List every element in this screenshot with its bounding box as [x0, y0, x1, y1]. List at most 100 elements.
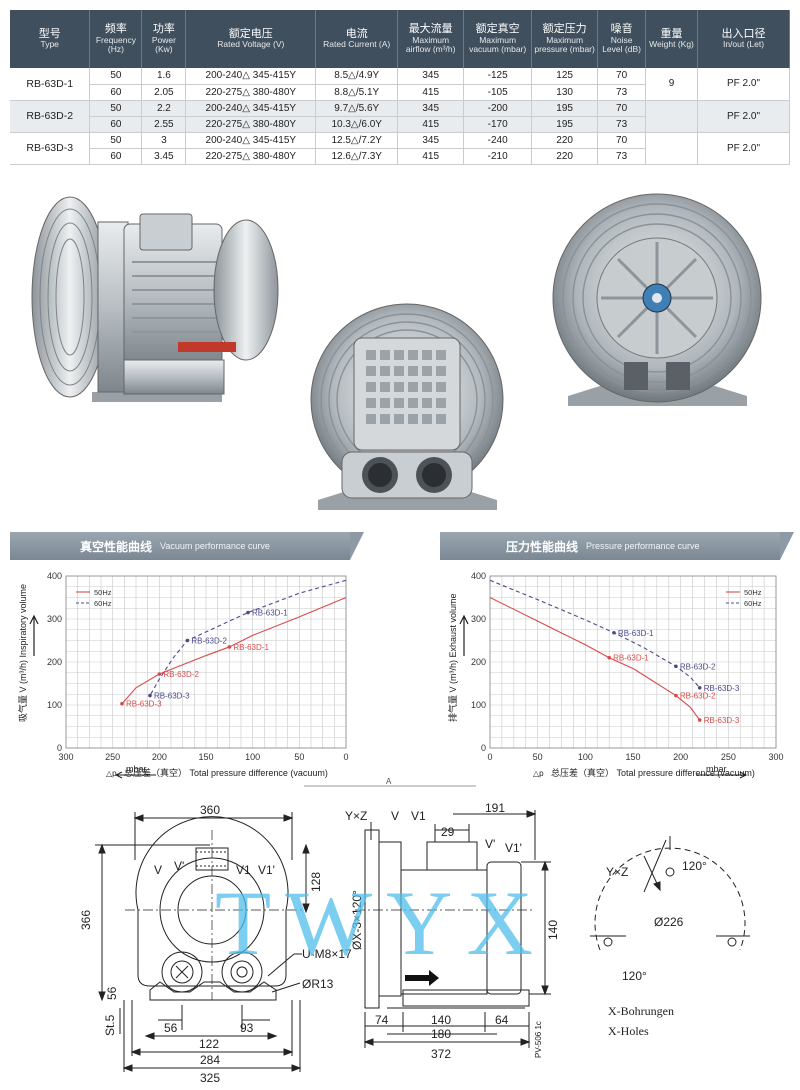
side-dim-140: 140	[431, 1013, 451, 1027]
y-tick-label: 400	[47, 571, 62, 581]
table-cell-freq: 60	[89, 84, 143, 101]
table-cell-noise: 70	[597, 68, 647, 85]
header-zh: 最大流量	[408, 22, 453, 35]
x-tick-label: 50	[294, 752, 304, 762]
legend-label: 50Hz	[94, 588, 112, 597]
table-cell-voltage: 200-240△ 345-415Y	[185, 100, 317, 117]
y-tick-label: 200	[471, 657, 486, 667]
front-label-v1-prime: V1'	[258, 863, 275, 877]
data-label: RB-63D-3	[704, 716, 740, 725]
x-axis-unit: mbar	[126, 764, 147, 774]
table-cell-airflow: 345	[397, 100, 465, 117]
header-en: Maximum pressure (mbar)	[534, 34, 595, 55]
data-point	[246, 610, 250, 615]
watermark-logo: TWYX	[215, 872, 547, 974]
header-zh: 额定真空	[475, 22, 520, 35]
table-cell-vacuum: -170	[463, 116, 533, 133]
data-point	[120, 701, 124, 706]
header-en: Weight (Kg)	[649, 39, 694, 50]
table-cell-power: 2.05	[141, 84, 187, 101]
table-cell-power: 2.2	[141, 100, 187, 117]
header-en: Rated Voltage (V)	[217, 39, 285, 50]
x-tick-label: 100	[578, 752, 593, 762]
table-cell-freq: 50	[89, 68, 143, 85]
table-cell-power: 1.6	[141, 68, 187, 85]
header-zh: 型号	[38, 27, 61, 40]
data-label: RB-63D-2	[163, 670, 199, 679]
weight-cell	[645, 132, 699, 165]
data-label: RB-63D-1	[613, 654, 649, 663]
table-cell-freq: 60	[89, 116, 143, 133]
table-cell-power: 3	[141, 132, 187, 149]
table-cell-noise: 73	[597, 116, 647, 133]
table-cell-pressure: 130	[531, 84, 599, 101]
y-tick-label: 100	[471, 700, 486, 710]
x-tick-label: 300	[768, 752, 783, 762]
x-axis-label: 总压差（真空） Total pressure difference (vacuu…	[551, 767, 755, 778]
front-dim-56: 56	[164, 1021, 178, 1035]
side-dim-180: 180	[431, 1027, 451, 1041]
data-point	[697, 686, 702, 690]
table-cell-noise: 70	[597, 132, 647, 149]
header-en: In/out (Let)	[722, 39, 765, 50]
y-tick-label: 200	[47, 657, 62, 667]
x-tick-label: 150	[198, 752, 213, 762]
data-point	[607, 655, 611, 660]
x-tick-label: 300	[58, 752, 73, 762]
side-dim-191: 191	[485, 801, 505, 815]
side-label-v-prime: V'	[485, 837, 495, 851]
front-dim-122: 122	[199, 1037, 219, 1051]
header-zh: 额定压力	[542, 22, 587, 35]
side-dim-bolt-circle: ØX-3×120°	[350, 890, 364, 950]
y-tick-label: 400	[471, 571, 486, 581]
front-view-drawing: 360 366 128 56 56 93 122 284 325 St.5 V …	[80, 803, 352, 1085]
x-tick-label: 50	[533, 752, 543, 762]
side-drawing-code: PV-506 1c	[534, 1021, 543, 1058]
table-cell-vacuum: -210	[463, 148, 533, 165]
front-dim-360: 360	[200, 803, 220, 817]
side-dim-74: 74	[375, 1013, 389, 1027]
table-cell-pressure: 125	[531, 68, 599, 85]
side-dim-64: 64	[495, 1013, 509, 1027]
data-point	[697, 718, 702, 722]
hole-label-yxz: Y×Z	[606, 865, 628, 879]
front-dim-56-left: 56	[105, 986, 119, 1000]
header-en: Maximum airflow (m³/h)	[405, 34, 456, 55]
model-cell: RB-63D-1	[10, 68, 91, 101]
x-axis-symbol: △p	[106, 769, 117, 778]
blower-front-photo	[310, 303, 504, 510]
x-tick-label: 200	[152, 752, 167, 762]
data-label: RB-63D-2	[680, 662, 716, 671]
table-cell-current: 12.5△/7.2Y	[315, 132, 399, 149]
side-label-yxz: Y×Z	[345, 809, 367, 823]
data-label: RB-63D-1	[233, 643, 269, 652]
table-cell-noise: 73	[597, 84, 647, 101]
x-tick-label: 0	[487, 752, 492, 762]
front-label-v1: V1	[236, 863, 251, 877]
table-cell-airflow: 415	[397, 148, 465, 165]
data-point	[185, 638, 190, 643]
data-label: RB-63D-3	[126, 700, 162, 709]
side-label-v: V	[391, 809, 399, 823]
header-en: Power (Kw)	[151, 34, 176, 55]
header-en: Noise Level (dB)	[602, 34, 641, 55]
blower-side-photo	[31, 196, 279, 402]
header-zh: 频率	[104, 22, 127, 35]
x-axis-arrow	[114, 771, 156, 779]
y-tick-label: 0	[57, 743, 62, 753]
header-zh: 功率	[152, 22, 175, 35]
header-zh: 重量	[660, 27, 683, 40]
legend-label: 60Hz	[744, 599, 762, 608]
table-cell-vacuum: -240	[463, 132, 533, 149]
table-cell-voltage: 200-240△ 345-415Y	[185, 68, 317, 85]
